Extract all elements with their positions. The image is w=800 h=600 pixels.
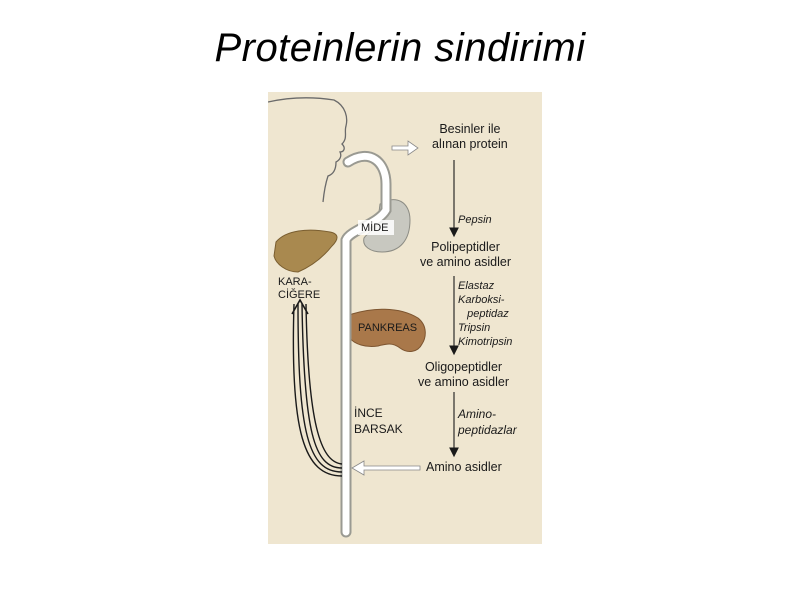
step-oligopeptides: Oligopeptidler ve amino asidler: [418, 360, 509, 390]
enzyme-pancreas: Elastaz Karboksi- peptidaz Tripsin Kimot…: [458, 279, 512, 349]
head-silhouette: [268, 97, 348, 203]
enzyme-stomach-text: Pepsin: [458, 214, 492, 226]
digestion-figure: Besinler ile alınan protein Polipeptidle…: [268, 92, 542, 544]
enzyme-stomach: Pepsin: [458, 213, 492, 227]
organ-liver-label: KARA- CİĞERE: [278, 276, 320, 302]
flow-arrow-2: [449, 276, 459, 356]
step-food-protein: Besinler ile alınan protein: [432, 122, 508, 152]
organ-intestine-text: İNCE BARSAK: [354, 406, 403, 436]
portal-vein-arrows: [292, 303, 343, 477]
organ-stomach-text: MİDE: [361, 222, 389, 234]
step-polypeptides: Polipeptidler ve amino asidler: [420, 240, 511, 270]
digestion-diagram: [268, 97, 459, 538]
enzyme-pancreas-text: Elastaz Karboksi- peptidaz Tripsin Kimot…: [458, 280, 513, 348]
flow-arrow-3: [449, 392, 459, 458]
flow-arrow-1: [449, 160, 459, 238]
organ-stomach-label: MİDE: [361, 222, 389, 235]
esophagus-tube-inner: [342, 153, 390, 536]
step-oligopeptides-text: Oligopeptidler ve amino asidler: [418, 360, 510, 389]
organ-liver-text: KARA- CİĞERE: [278, 276, 321, 301]
enzyme-intestine-text: Amino- peptidazlar: [458, 407, 517, 437]
liver-shape: [273, 229, 338, 273]
step-amino-acids: Amino asidler: [426, 460, 502, 475]
slide-title: Proteinlerin sindirimi: [214, 26, 586, 70]
step-food-protein-text: Besinler ile alınan protein: [432, 122, 508, 151]
step-amino-acids-text: Amino asidler: [426, 460, 502, 474]
food-intake-arrow: [391, 140, 419, 156]
stomach-label-box: [358, 220, 394, 235]
step-polypeptides-text: Polipeptidler ve amino asidler: [420, 240, 512, 269]
absorption-arrow: [351, 460, 421, 476]
organ-intestine-label: İNCE BARSAK: [354, 405, 403, 437]
organ-pancreas-label: PANKREAS: [358, 322, 417, 335]
organ-pancreas-text: PANKREAS: [358, 322, 418, 334]
liver-arrowhead: [291, 298, 309, 315]
enzyme-intestine: Amino- peptidazlar: [458, 406, 517, 438]
